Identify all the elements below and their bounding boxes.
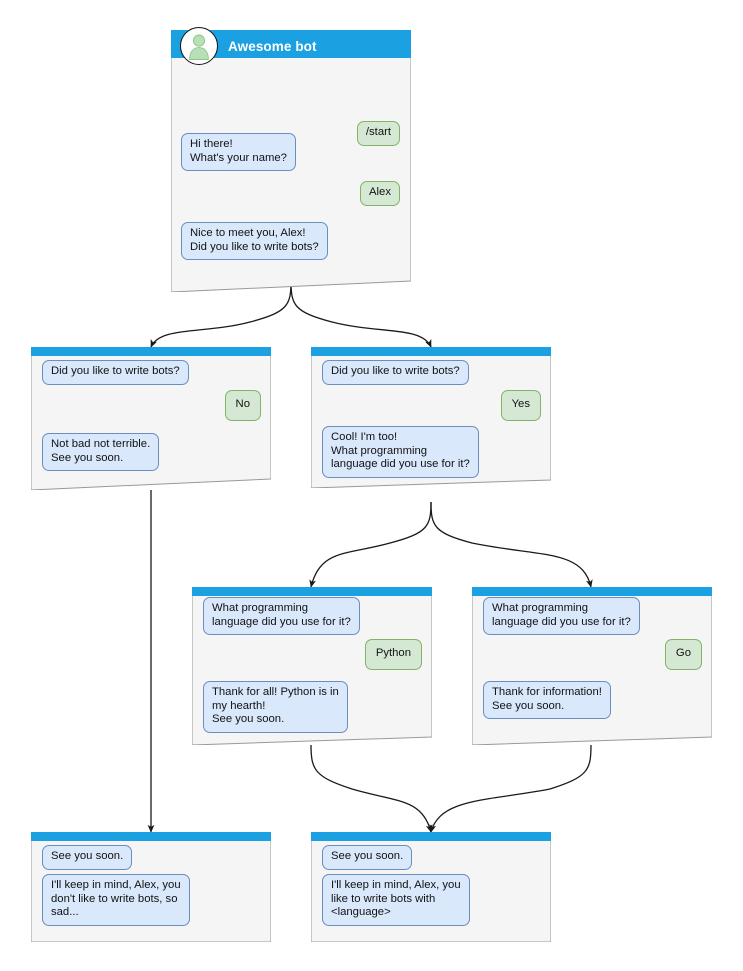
chat-card-end-happy[interactable]: See you soon. I'll keep in mind, Alex, y… <box>311 832 551 942</box>
edge-python-to-end-happy <box>310 744 433 833</box>
chat-bubble-bot: What programming language did you use fo… <box>203 597 360 636</box>
edge-yes-to-go <box>430 501 593 588</box>
chat-bubble-user: Python <box>364 639 422 670</box>
chat-bubble-bot: Did you like to write bots? <box>42 360 189 385</box>
chat-bubble-user: Yes <box>500 390 541 421</box>
chat-card-end-sad[interactable]: See you soon. I'll keep in mind, Alex, y… <box>31 832 271 942</box>
chat-card-root[interactable]: Awesome bot /start Hi there! What's your… <box>171 27 411 292</box>
chat-bubble-bot: I'll keep in mind, Alex, you like to wri… <box>322 874 470 926</box>
chat-card-python-branch[interactable]: What programming language did you use fo… <box>192 587 432 745</box>
bot-avatar-icon <box>180 27 218 65</box>
chat-bubble-user: Alex <box>360 181 400 206</box>
chat-card-no-branch[interactable]: Did you like to write bots? No Not bad n… <box>31 347 271 490</box>
chat-bubble-user: No <box>224 390 261 421</box>
chat-bubble-bot: Thank for all! Python is in my hearth! S… <box>203 681 348 733</box>
chat-card-yes-branch[interactable]: Did you like to write bots? Yes Cool! I'… <box>311 347 551 488</box>
chat-bubble-bot: I'll keep in mind, Alex, you don't like … <box>42 874 190 926</box>
chat-bubble-bot: See you soon. <box>42 845 133 870</box>
chat-bubble-bot: Hi there! What's your name? <box>181 133 296 172</box>
edge-yes-to-python <box>309 501 432 588</box>
edge-go-to-end-happy <box>429 744 592 833</box>
chat-bubble-bot: See you soon. <box>322 845 413 870</box>
chat-bubble-user: Go <box>664 639 702 670</box>
card-titlebar: Awesome bot <box>171 23 411 69</box>
chat-bubble-bot: Nice to meet you, Alex! Did you like to … <box>181 222 328 261</box>
card-title: Awesome bot <box>228 38 317 54</box>
chat-bubble-bot: Did you like to write bots? <box>322 360 469 385</box>
chat-card-go-branch[interactable]: What programming language did you use fo… <box>472 587 712 745</box>
chat-bubble-user: /start <box>356 121 400 146</box>
chat-bubble-bot: Cool! I'm too! What programming language… <box>322 426 479 478</box>
chat-bubble-bot: Thank for information! See you soon. <box>483 681 611 720</box>
chat-bubble-bot: What programming language did you use fo… <box>483 597 640 636</box>
chat-bubble-bot: Not bad not terrible. See you soon. <box>42 433 160 472</box>
